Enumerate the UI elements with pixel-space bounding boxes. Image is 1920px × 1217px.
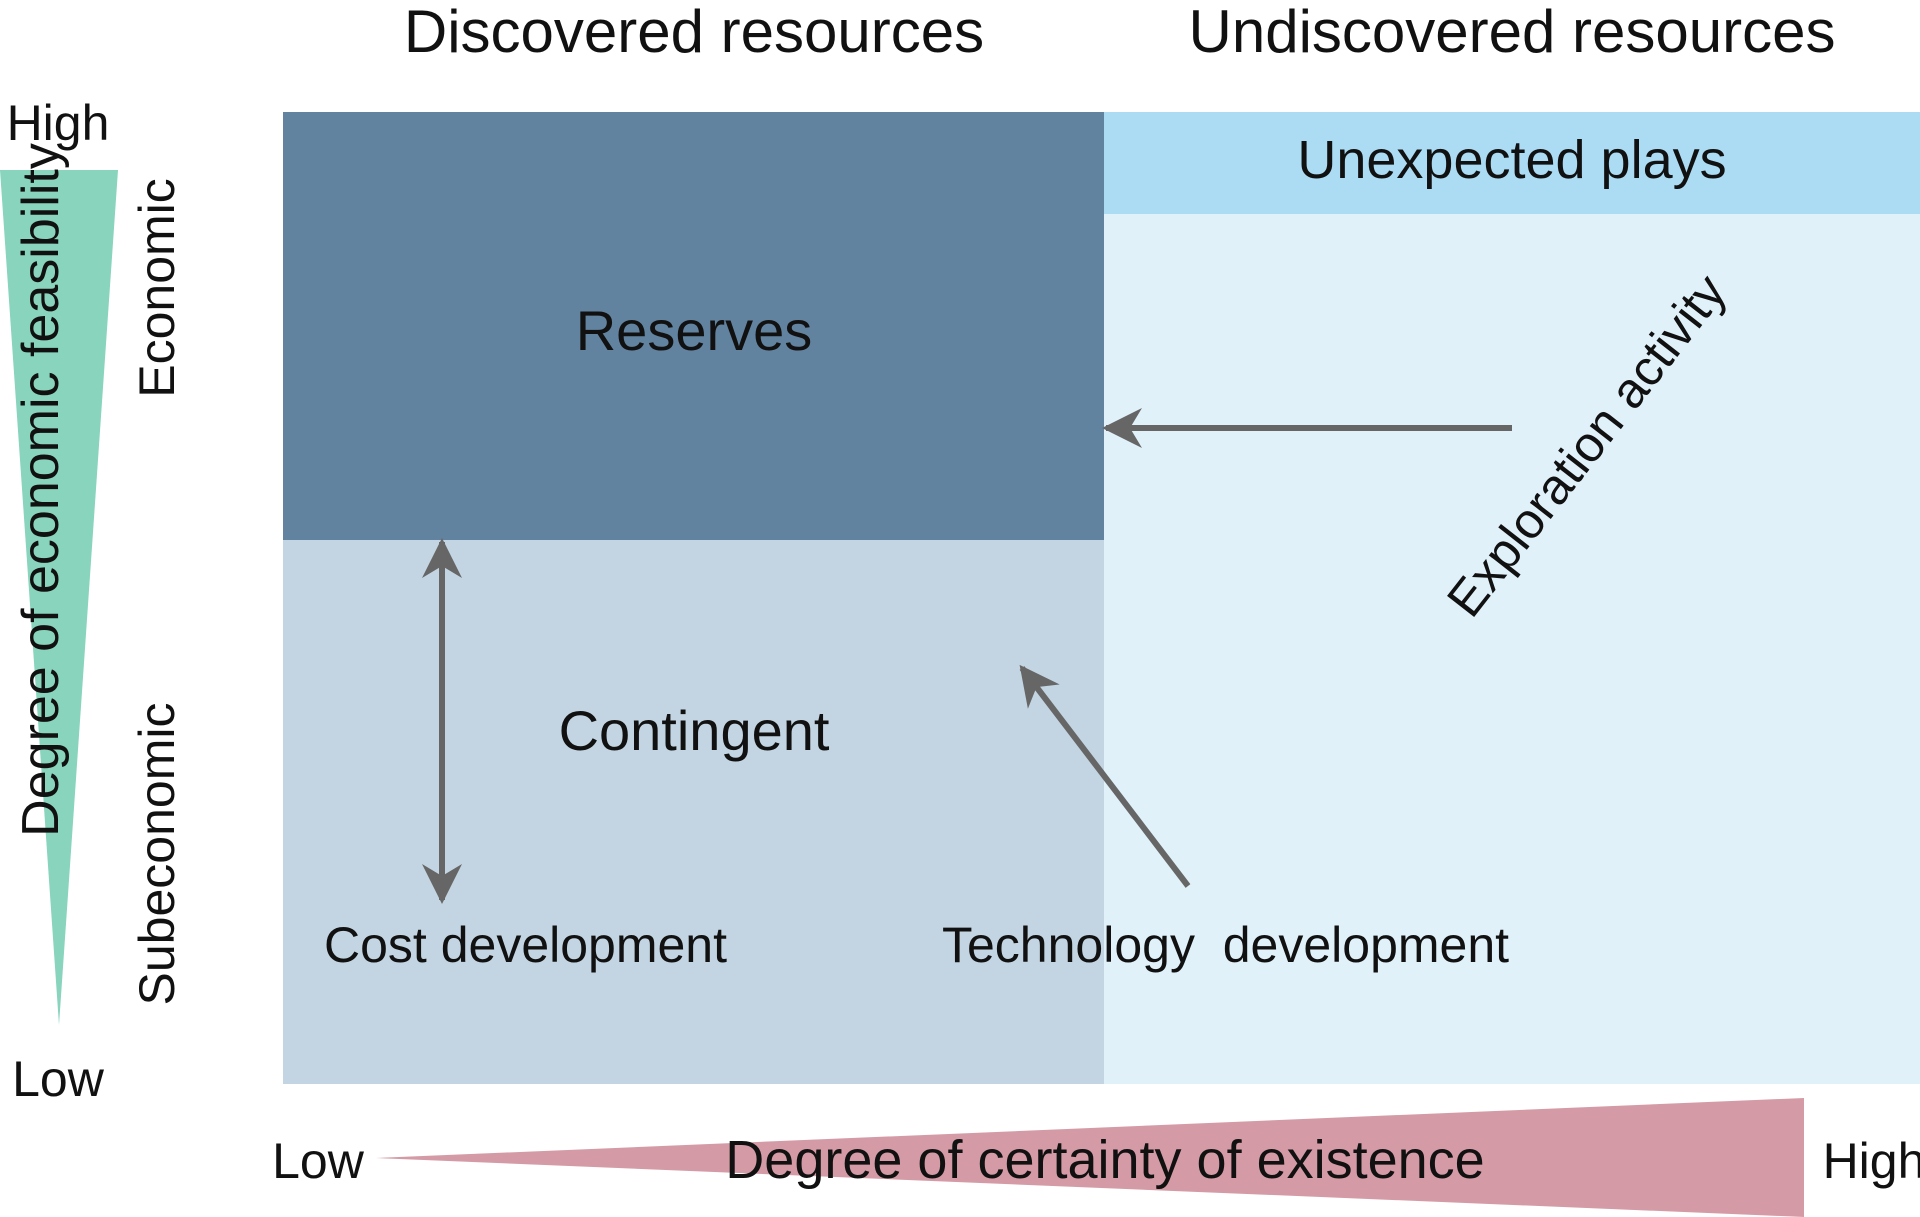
certainty-low-label: Low bbox=[272, 1133, 365, 1189]
certainty-wedge bbox=[376, 1098, 1804, 1217]
certainty-axis-title: Degree of certainty of existence bbox=[725, 1130, 1484, 1190]
contingent-region bbox=[283, 540, 1104, 1084]
reserves-label: Reserves bbox=[576, 299, 813, 362]
economic-label: Economic bbox=[129, 178, 185, 398]
discovered-header: Discovered resources bbox=[404, 0, 984, 65]
unexpected-plays-band bbox=[1104, 112, 1920, 214]
technology-development-label: Technology development bbox=[942, 917, 1509, 973]
feasibility-wedge bbox=[0, 170, 118, 1025]
unexpected-plays-label: Unexpected plays bbox=[1297, 130, 1726, 190]
feasibility-axis-title: Degree of economic feasibility bbox=[12, 143, 70, 837]
undiscovered-header: Undiscovered resources bbox=[1189, 0, 1836, 65]
subeconomic-label: Subeconomic bbox=[129, 703, 185, 1006]
feasibility-low-label: Low bbox=[12, 1051, 105, 1107]
certainty-high-label: High bbox=[1823, 1133, 1920, 1189]
contingent-label: Contingent bbox=[559, 699, 830, 762]
undiscovered-region bbox=[1104, 112, 1920, 1084]
cost-development-label: Cost development bbox=[324, 917, 727, 973]
reserves-region bbox=[283, 112, 1104, 540]
feasibility-high-label: High bbox=[7, 95, 110, 151]
technology-development-arrow bbox=[1019, 664, 1191, 888]
